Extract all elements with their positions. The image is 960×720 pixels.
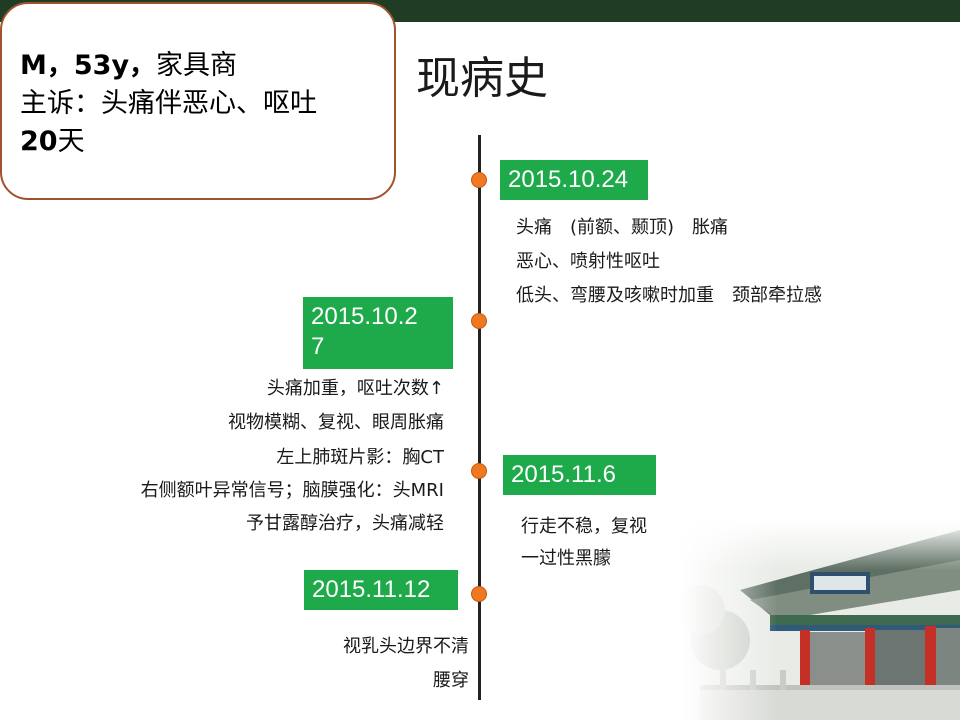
event2-note-2: 视物模糊、复视、眼周胀痛	[228, 412, 444, 433]
event4-note-2: 腰穿	[433, 670, 469, 691]
event2-note-3: 左上肺斑片影：胸CT	[276, 447, 444, 468]
event4-note-1: 视乳头边界不清	[343, 636, 469, 657]
patient-summary-box: M，53y，家具商 主诉：头痛伴恶心、呕吐 20天	[0, 2, 396, 200]
patient-demographics-bold: M，53y，	[20, 50, 157, 81]
timeline-dot-2	[471, 313, 487, 329]
patient-line-demographics: M，53y，家具商	[20, 50, 237, 82]
timeline-dot-3	[471, 463, 487, 479]
patient-duration-unit: 天	[57, 126, 85, 157]
patient-duration-number: 20	[20, 126, 58, 157]
date-badge-1: 2015.10.24	[500, 160, 648, 200]
date-badge-3: 2015.11.6	[503, 455, 656, 495]
event1-note-1: 头痛 (前额、颞顶) 胀痛	[516, 217, 729, 238]
page-title: 现病史	[416, 53, 548, 104]
event2-note-5: 予甘露醇治疗，头痛减轻	[246, 513, 444, 534]
patient-duration: 20天	[20, 126, 85, 158]
event2-note-4: 右侧额叶异常信号；脑膜强化：头MRI	[140, 480, 444, 501]
event3-note-1: 行走不稳，复视	[521, 516, 647, 537]
date-badge-2-line2: 7	[311, 333, 325, 360]
date-badge-2: 2015.10.2 7	[303, 297, 453, 369]
patient-chief-complaint: 主诉：头痛伴恶心、呕吐	[20, 88, 317, 119]
event1-note-2: 恶心、喷射性呕吐	[516, 251, 660, 272]
decorative-building-image	[680, 520, 960, 720]
building-illustration	[680, 520, 960, 720]
date-badge-4: 2015.11.12	[304, 570, 458, 610]
event3-note-2: 一过性黑朦	[521, 548, 611, 569]
patient-occupation: 家具商	[156, 50, 238, 81]
timeline-dot-1	[471, 172, 487, 188]
event2-note-1: 头痛加重，呕吐次数↑	[266, 378, 444, 399]
timeline-axis	[478, 135, 481, 700]
timeline-dot-4	[471, 586, 487, 602]
date-badge-2-line1: 2015.10.2	[311, 303, 418, 330]
event1-note-3: 低头、弯腰及咳嗽时加重 颈部牵拉感	[516, 285, 822, 306]
